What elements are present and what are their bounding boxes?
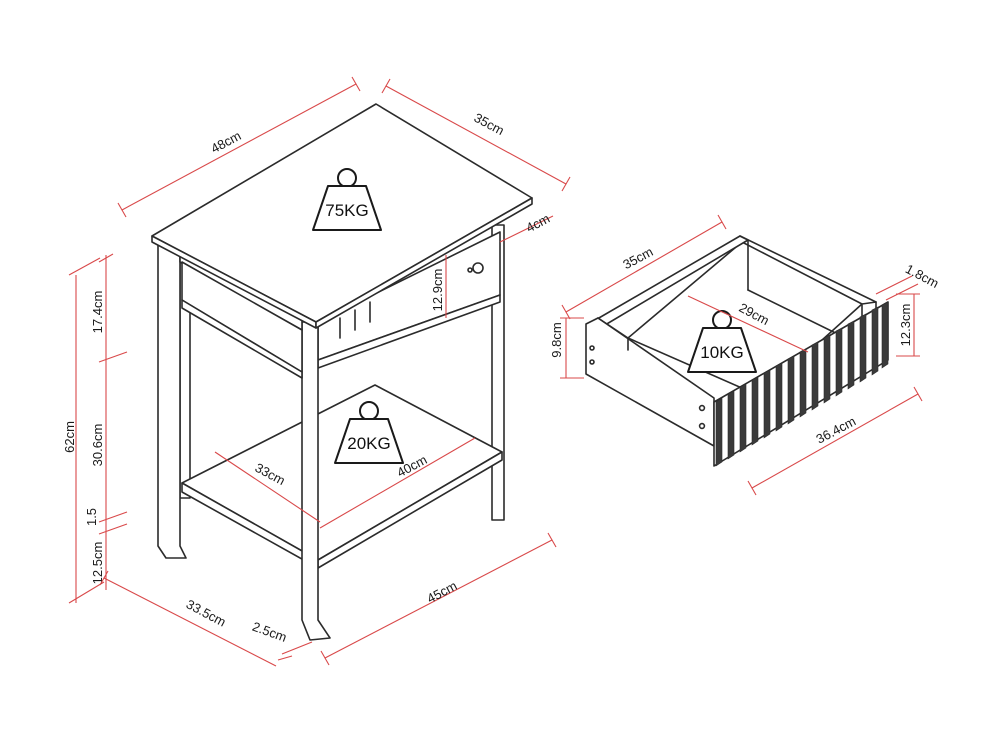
shelf-load-badge: 20KG [334, 401, 404, 464]
dim-leg-height: 12.5cm [90, 542, 105, 585]
dim-drawer-front-width: 36.4cm [814, 413, 859, 446]
shelf-load-label: 20KG [347, 434, 390, 453]
table-top-side [315, 197, 533, 329]
dim-upper-section: 17.4cm [90, 291, 105, 334]
drawer-load-label: 10KG [700, 343, 743, 362]
dim-total-height: 62cm [62, 421, 77, 453]
top-load-label: 75KG [325, 201, 368, 220]
dim-leg-width: 2.5cm [250, 619, 288, 645]
dim-drawer-height: 9.8cm [549, 322, 564, 357]
dim-base-width: 45cm [424, 578, 459, 606]
dim-drawer-height: 12.9cm [430, 269, 445, 312]
dim-shelf-thickness: 1.5 [84, 508, 99, 526]
dim-drawer-front-thickness: 1.8cm [903, 261, 941, 291]
dim-middle-section: 30.6cm [90, 424, 105, 467]
dim-base-depth: 33.5cm [184, 596, 229, 629]
dim-top-thickness: 4cm [524, 211, 553, 236]
drawer-slats [715, 301, 889, 467]
drawer [585, 235, 889, 467]
drawer-bottom-rail [181, 299, 303, 379]
dim-top-depth: 35cm [472, 110, 507, 138]
dim-drawer-front-height: 12.3cm [898, 304, 913, 347]
bottom-shelf [181, 384, 503, 561]
dim-top-width: 48cm [208, 128, 243, 156]
weight-icon [312, 168, 382, 231]
weight-icon [334, 401, 404, 464]
drawer-load-badge: 10KG [687, 310, 757, 373]
nightstand [151, 103, 533, 641]
dim-drawer-depth: 35cm [620, 244, 655, 272]
top-load-badge: 75KG [312, 168, 382, 231]
weight-icon [687, 310, 757, 373]
